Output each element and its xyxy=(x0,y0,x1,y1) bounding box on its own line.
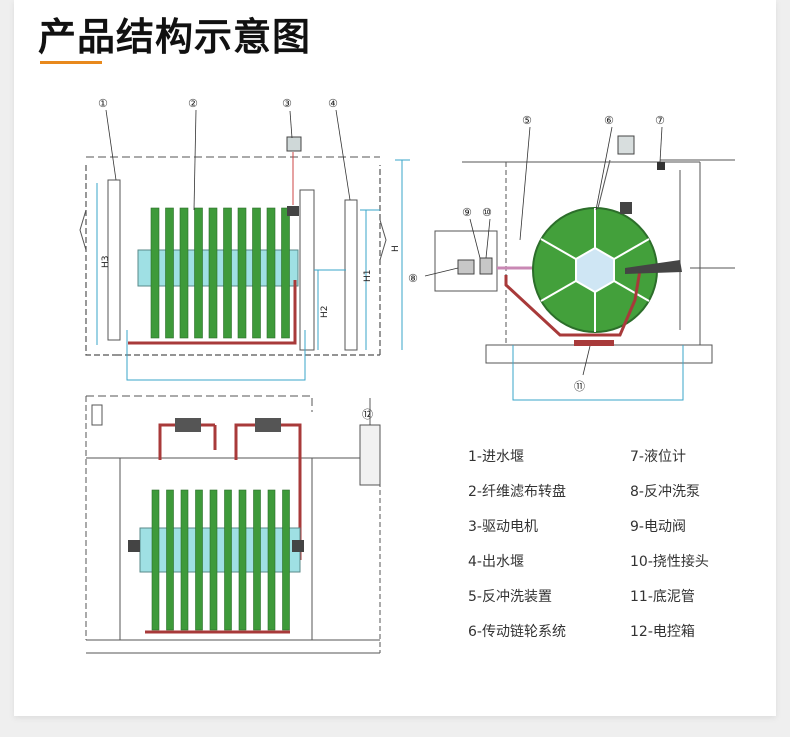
callout-3: ③ xyxy=(282,97,292,110)
plan-filter-disc xyxy=(282,489,290,631)
plan-drum xyxy=(139,527,301,573)
legend-item-9: 9-电动阀 xyxy=(630,519,686,535)
side-view: ⑤ ⑥ ⑦ ⑧ ⑨ ⑩ ⑪ xyxy=(408,114,735,401)
legend-item-8: 8-反冲洗泵 xyxy=(630,484,700,500)
front-filter-disc xyxy=(237,207,247,339)
legend-item-5: 5-反冲洗装置 xyxy=(468,589,552,605)
plan-filter-disc xyxy=(151,489,160,631)
chain-sprocket-icon xyxy=(620,202,632,214)
callout-4: ④ xyxy=(328,97,338,110)
backwash-pump-icon xyxy=(457,259,475,275)
dim-h-label: H xyxy=(391,245,401,252)
front-backwash-pipe xyxy=(128,280,297,345)
legend-item-10: 10-挠性接头 xyxy=(630,554,709,570)
legend-item-12: 12-电控箱 xyxy=(630,624,695,640)
front-filter-disc xyxy=(266,207,276,339)
page-title: 产品结构示意图 xyxy=(38,15,312,59)
callout-6: ⑥ xyxy=(604,114,614,127)
dim-width-line xyxy=(126,330,306,381)
dim-h2-label: H2 xyxy=(320,306,330,319)
plan-filter-disc xyxy=(238,489,247,631)
legend-item-4: 4-出水堰 xyxy=(468,554,524,570)
side-width-dim xyxy=(512,345,684,401)
plan-filter-disc xyxy=(166,489,174,631)
motor-gear-icon xyxy=(287,206,299,216)
callout-2: ② xyxy=(188,97,198,110)
front-filter-disc xyxy=(194,207,203,339)
callout-1: ① xyxy=(98,97,108,110)
front-break-right xyxy=(379,219,387,261)
front-filter-disc xyxy=(179,207,189,339)
side-suction-pipe xyxy=(504,269,642,337)
callout-8: ⑧ xyxy=(408,272,418,285)
plan-gear-icon xyxy=(128,540,140,552)
backwash-box xyxy=(434,230,498,292)
plan-filter-disc xyxy=(267,489,276,631)
outlet-weir-wall xyxy=(299,189,315,351)
plan-filter-disc xyxy=(180,489,189,631)
side-base xyxy=(485,344,713,364)
plan-motor-icon xyxy=(292,540,304,552)
callout-9: ⑨ xyxy=(462,206,472,219)
callout-5: ⑤ xyxy=(522,114,532,127)
dim-h3-label: H3 xyxy=(101,256,111,269)
plan-filter-disc xyxy=(224,489,232,631)
legend-item-6: 6-传动链轮系统 xyxy=(468,624,566,640)
drive-motor-icon xyxy=(286,136,302,152)
callout-12: ⑫ xyxy=(362,408,373,421)
front-disc-group xyxy=(150,207,290,339)
legend-item-1: 1-进水堰 xyxy=(468,449,524,465)
legend-item-2: 2-纤维滤布转盘 xyxy=(468,484,566,500)
control-box xyxy=(359,424,381,486)
plan-disc-group xyxy=(151,489,290,631)
content-card xyxy=(14,0,776,716)
plan-pump-left-icon xyxy=(175,418,201,432)
legend-item-7: 7-液位计 xyxy=(630,449,686,465)
callout-11: ⑪ xyxy=(574,380,585,393)
drive-shaft xyxy=(625,260,682,274)
plan-view: ⑫ xyxy=(85,395,381,654)
front-filter-disc xyxy=(208,207,218,339)
sludge-pipe xyxy=(574,340,614,346)
plan-filter-disc xyxy=(209,489,218,631)
disc-hub xyxy=(575,246,615,294)
front-filter-disc xyxy=(223,207,232,339)
title-accent-bar xyxy=(40,61,102,64)
front-break-left xyxy=(79,209,87,251)
dim-h1-label: H1 xyxy=(363,270,373,283)
outlet-channel-wall xyxy=(344,199,358,351)
callout-7: ⑦ xyxy=(655,114,665,127)
front-filter-disc xyxy=(150,207,160,339)
front-filter-disc xyxy=(165,207,174,339)
level-gauge-icon xyxy=(657,162,665,170)
inlet-weir-wall xyxy=(107,179,121,341)
legend-item-11: 11-底泥管 xyxy=(630,589,695,605)
front-filter-disc xyxy=(252,207,261,339)
plan-pump-right-icon xyxy=(255,418,281,432)
front-filter-disc xyxy=(281,207,290,339)
callout-10: ⑩ xyxy=(482,206,492,219)
plan-filter-disc xyxy=(195,489,203,631)
plan-filter-disc xyxy=(253,489,261,631)
electric-valve-icon xyxy=(479,257,493,275)
front-view: H3 H1 H H2 ① ② ③ ④ xyxy=(79,97,410,381)
legend-item-3: 3-驱动电机 xyxy=(468,519,538,535)
side-motor-icon xyxy=(617,135,635,155)
